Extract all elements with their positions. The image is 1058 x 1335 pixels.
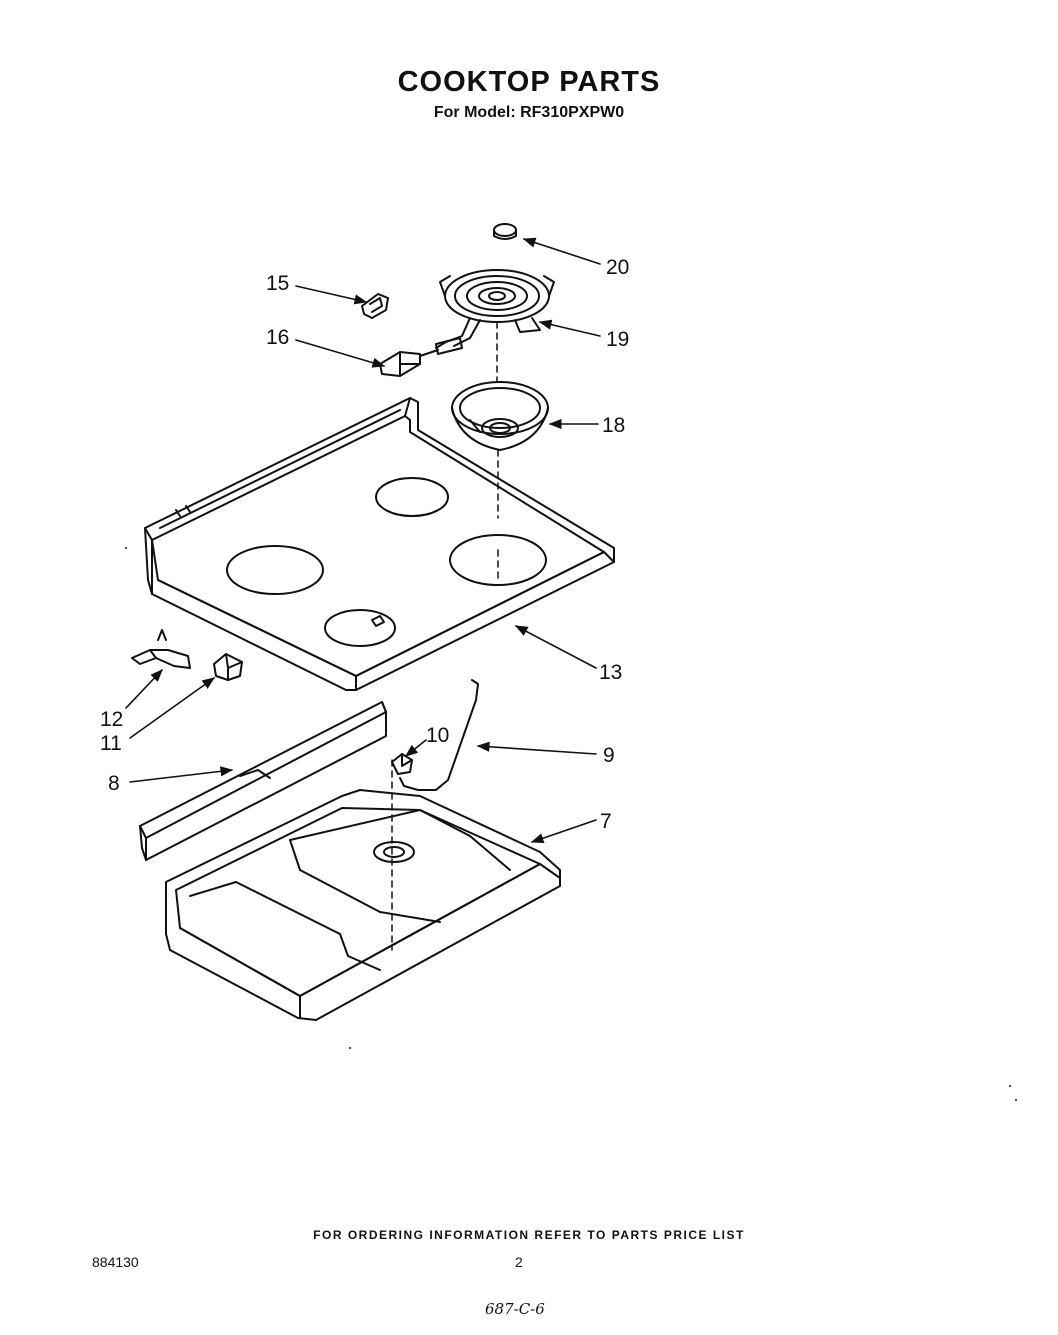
callout-8: 8 xyxy=(108,772,120,795)
callout-12: 12 xyxy=(100,708,123,731)
page-number: 2 xyxy=(515,1254,523,1270)
leader-lines xyxy=(125,237,601,844)
callout-10: 10 xyxy=(426,724,449,747)
part-8-support-bracket xyxy=(139,701,387,861)
callout-15: 15 xyxy=(266,272,289,295)
alignment-lines xyxy=(391,321,499,951)
callout-16: 16 xyxy=(266,326,289,349)
callout-20: 20 xyxy=(606,256,629,279)
callout-labels: 20 15 19 16 18 13 12 11 10 9 8 7 xyxy=(100,256,629,833)
ordering-note: FOR ORDERING INFORMATION REFER TO PARTS … xyxy=(313,1228,745,1242)
callout-7: 7 xyxy=(600,810,612,833)
callout-9: 9 xyxy=(603,744,615,767)
callout-19: 19 xyxy=(606,328,629,351)
handwritten-note: 687-C-6 xyxy=(485,1300,545,1318)
part-9-rod xyxy=(399,679,479,791)
part-16-terminal-block xyxy=(379,349,439,377)
part-10-clip xyxy=(391,753,413,775)
callout-13: 13 xyxy=(599,661,622,684)
part-11-connector xyxy=(213,653,243,681)
part-15-clip xyxy=(361,293,389,319)
callout-11: 11 xyxy=(100,732,122,755)
model-subtitle: For Model: RF310PXPW0 xyxy=(433,104,625,121)
callout-18: 18 xyxy=(602,414,625,437)
part-7-burner-box-pan xyxy=(165,789,561,1021)
part-13-cooktop xyxy=(144,397,615,691)
part-20-cap xyxy=(493,223,517,240)
document-number: 884130 xyxy=(92,1254,139,1270)
part-19-surface-element xyxy=(435,269,555,355)
scan-specks xyxy=(125,547,1017,1101)
part-12-fitting xyxy=(131,629,191,669)
part-18-drip-bowl xyxy=(451,381,549,451)
page-title: COOKTOP PARTS xyxy=(397,66,661,98)
